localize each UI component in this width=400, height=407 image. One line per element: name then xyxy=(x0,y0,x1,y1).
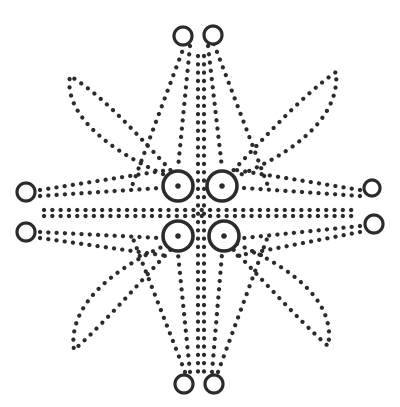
petal-bottom-left xyxy=(73,238,182,350)
ring-bottom-right xyxy=(205,375,223,393)
ring-top-right xyxy=(204,26,222,44)
ring-right-upper xyxy=(364,180,380,196)
spoke-top-inner-left xyxy=(178,46,190,168)
ring-right-lower xyxy=(365,215,383,233)
center-ring-top-left-dot xyxy=(175,183,181,189)
ring-bottom-left xyxy=(175,375,193,393)
spoke-top-inner-right xyxy=(208,46,222,168)
ring-left-lower xyxy=(17,223,35,241)
horizontal-spokes xyxy=(40,170,360,256)
spoke-right-lower-outer xyxy=(236,232,360,256)
petal-top-right xyxy=(222,72,336,182)
center-ring-bottom-left-dot xyxy=(175,233,181,239)
ring-top-left xyxy=(174,27,192,45)
spoke-right-upper-outer xyxy=(236,170,360,190)
center-ring-top-right-dot xyxy=(219,183,225,189)
spoke-left-upper-inner xyxy=(40,188,160,196)
spoke-left-lower-outer xyxy=(40,238,168,256)
spoke-bottom-inner-left xyxy=(178,254,190,372)
spoke-bottom-outer-right xyxy=(218,236,268,372)
center-ring-bottom-right-dot xyxy=(221,233,227,239)
spoke-bottom-inner-right xyxy=(212,254,222,372)
ring-left-upper xyxy=(17,183,35,201)
spoke-left-lower-inner xyxy=(40,232,160,238)
petal-top-left xyxy=(69,76,182,182)
